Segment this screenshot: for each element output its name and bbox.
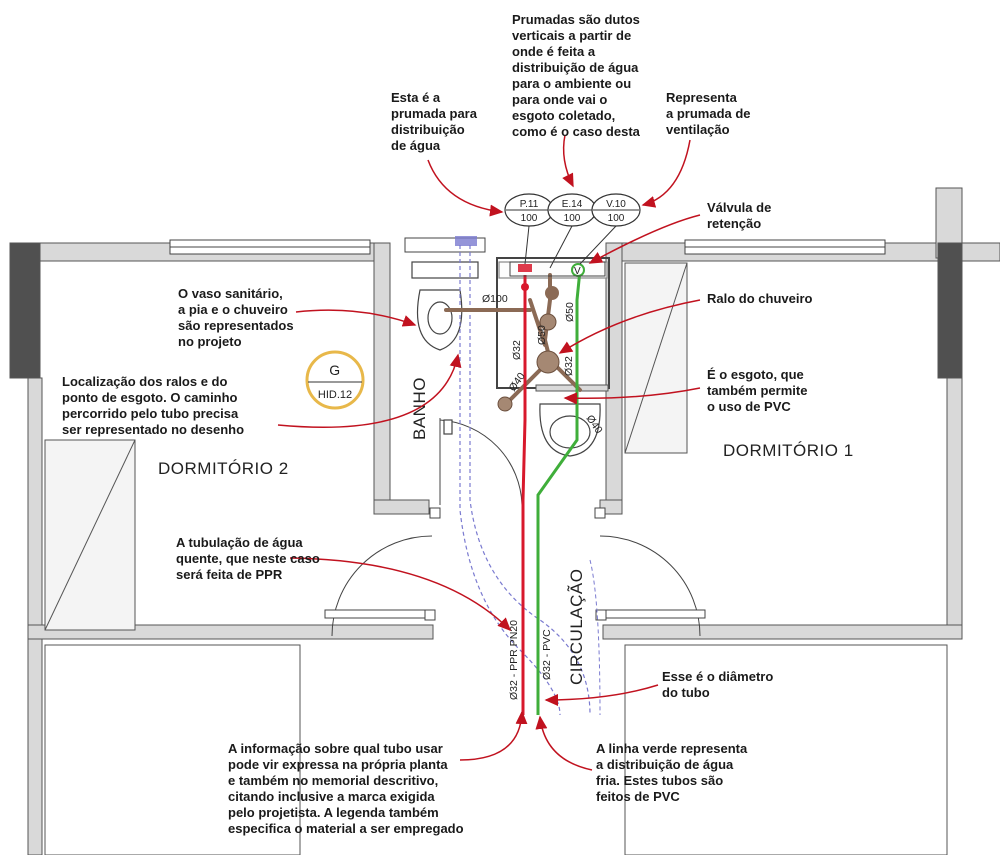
door-leaf-dorm2: [324, 609, 431, 619]
room-lower-left: [44, 644, 301, 855]
riser-code-v10: V.10: [606, 199, 626, 210]
note-prumadas: Prumadas são dutos verticais a partir de…: [512, 12, 644, 139]
door-arc-dorm2: [331, 535, 433, 637]
room-label-dormitorio1: DORMITÓRIO 1: [723, 441, 854, 460]
note-vaso: O vaso sanitário, a pia e o chuveiro são…: [178, 286, 297, 349]
diameter-d32a: Ø32: [511, 340, 523, 360]
arrow-info: [459, 710, 528, 761]
wall-column-right: [937, 242, 963, 379]
wall-right: [946, 377, 963, 634]
svg-text:V: V: [574, 266, 581, 277]
note-ralo: Ralo do chuveiro: [707, 291, 813, 306]
cold-pipe-label: Ø32 - PVC: [541, 629, 553, 680]
hot-pipe-label: Ø32 - PPR PN20: [508, 620, 520, 700]
shower-drain: [536, 350, 560, 374]
cold-water-pipe: [536, 269, 582, 715]
room-label-circulacao: CIRCULAÇÃO: [567, 569, 586, 685]
wall-bath-bottom-left: [373, 499, 430, 515]
diameter-d50a: Ø50: [536, 325, 548, 345]
toilet-tank: [411, 261, 479, 279]
pipes: V: [444, 236, 601, 716]
riser-code-p11: P.11: [520, 199, 539, 210]
hot-water-pipe: [521, 275, 527, 715]
arrow-quente: [289, 557, 512, 632]
arrow-ralo: [558, 299, 701, 354]
riser-tag-p11: P.11 100: [504, 193, 554, 227]
diameter-d100: Ø100: [482, 293, 508, 305]
riser-num-e14: 100: [564, 213, 581, 224]
drain-point: [497, 396, 513, 412]
arrow-ventilacao: [641, 139, 691, 208]
walls: [9, 187, 1000, 855]
room-lower-right: [624, 644, 948, 855]
drain-tag: G HID.12: [305, 350, 365, 410]
diameter-d50b: Ø50: [564, 302, 576, 322]
arrow-esgoto: [563, 387, 701, 405]
arrow-vaso: [295, 309, 417, 327]
riser-num-v10: 100: [608, 213, 625, 224]
note-valvula: Válvula de retenção: [707, 200, 775, 231]
floor-drain: [545, 286, 559, 300]
note-esgoto: É o esgoto, que também permite o uso de …: [707, 367, 811, 414]
arrow-localizacao: [277, 353, 462, 428]
vent-pipe-a: [459, 245, 561, 716]
arrow-verde: [535, 715, 593, 771]
wall-circulation-right: [602, 624, 963, 640]
note-info: A informação sobre qual tubo usar pode v…: [228, 741, 464, 836]
room-label-banho: BANHO: [410, 377, 429, 440]
note-verde: A linha verde representa a distribuição …: [596, 741, 751, 804]
riser-num-p11: 100: [521, 213, 538, 224]
arrow-diametro: [544, 684, 659, 706]
wall-left: [27, 377, 43, 855]
note-quente: A tubulação de água quente, que neste ca…: [176, 535, 323, 582]
wall-column-left: [9, 242, 41, 379]
arrow-valvula: [588, 214, 701, 264]
vent-pipe-b: [469, 245, 591, 716]
door-arc-bath: [439, 419, 523, 506]
wall-bath-left: [373, 242, 391, 514]
drain-tag-num: HID.12: [318, 389, 352, 401]
arrow-prumadas: [562, 134, 574, 188]
note-ventilacao: Representa a prumada de ventilação: [666, 90, 754, 137]
annotations: Prumadas são dutos verticais a partir de…: [62, 12, 813, 836]
note-diametro: Esse é o diâmetro do tubo: [662, 669, 777, 700]
arrow-agua: [427, 159, 504, 217]
drain-tag-code: G: [329, 362, 340, 378]
room-label-dormitorio2: DORMITÓRIO 2: [158, 459, 289, 478]
annotation-arrows: [277, 134, 701, 771]
riser-code-e14: E.14: [562, 199, 583, 210]
note-localizacao: Localização dos ralos e do ponto de esgo…: [62, 374, 244, 437]
door-arc-dorm1: [599, 535, 701, 637]
riser-tags: P.11 100 E.14 100 V.10 100: [504, 193, 641, 277]
door-leaf-dorm1: [599, 609, 706, 619]
riser-tag-v10: V.10 100: [591, 193, 641, 227]
diameter-d32b: Ø32: [563, 356, 575, 376]
wall-shaft-bottom: [535, 384, 609, 392]
doors: [324, 418, 706, 637]
windows: [169, 237, 886, 255]
riser-tag-e14: E.14 100: [547, 193, 597, 227]
note-agua: Esta é a prumada para distribuição de ág…: [391, 90, 481, 153]
